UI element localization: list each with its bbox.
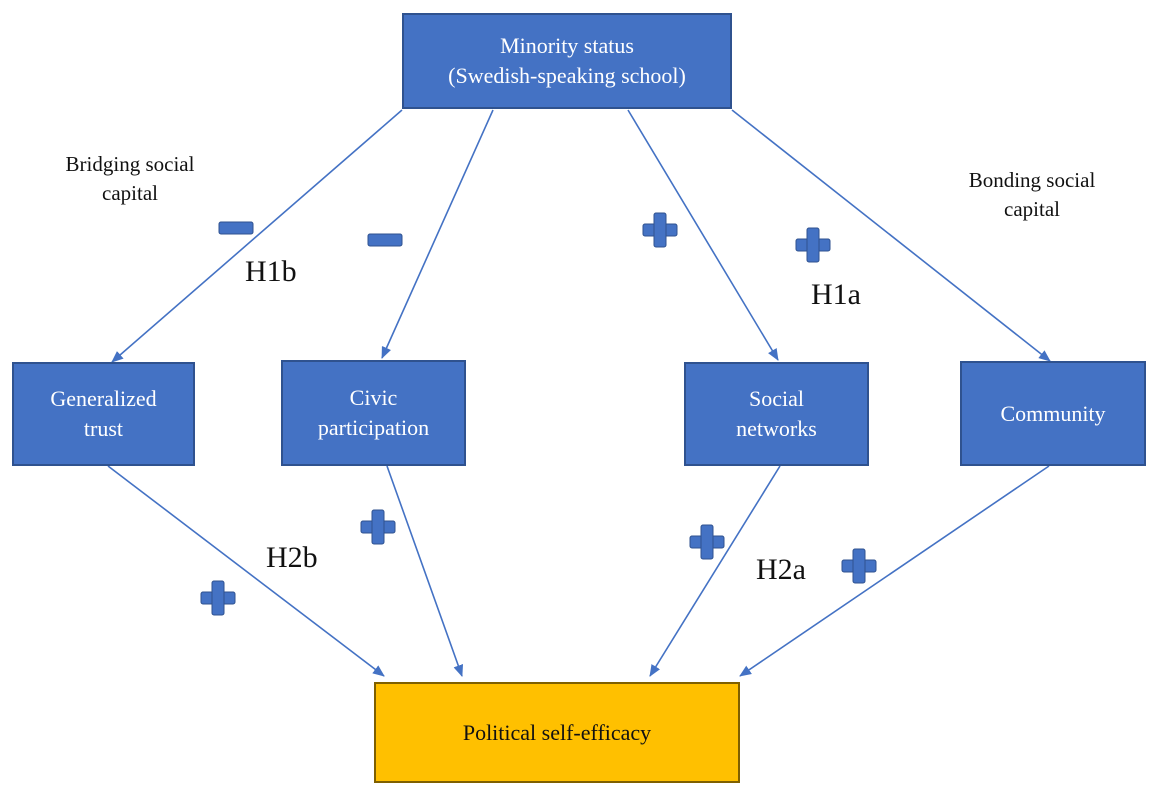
- hypothesis-h2a-label: H2a: [756, 553, 806, 586]
- arrow-minority-to-networks: [627, 109, 779, 361]
- node-community-label: Community: [1000, 400, 1106, 426]
- node-minority-status: Minority status (Swedish-speaking school…: [402, 13, 732, 109]
- arrow-networks-to-efficacy: [649, 465, 781, 677]
- minus-sign-icon: [218, 221, 254, 235]
- node-civic-participation: Civic participation: [281, 360, 466, 466]
- plus-sign-icon: [360, 509, 396, 545]
- hypothesis-h2b-label: H2b: [266, 541, 318, 574]
- node-political-self-efficacy: Political self-efficacy: [374, 682, 740, 783]
- plus-sign-icon: [200, 580, 236, 616]
- bridging-social-capital-label: Bridging social capital: [65, 152, 195, 206]
- arrow-minority-to-trust: [111, 109, 403, 363]
- arrow-minority-to-community: [731, 109, 1051, 362]
- arrow-minority-to-civic: [381, 109, 494, 359]
- plus-sign-icon: [689, 524, 725, 560]
- bonding-social-capital-label: Bonding social capital: [968, 168, 1096, 222]
- arrow-civic-to-efficacy: [386, 465, 464, 677]
- node-generalized-trust-label: Generalized trust: [50, 386, 157, 441]
- hypothesis-h1b-label: H1b: [245, 255, 297, 288]
- node-social-networks: Social networks: [684, 362, 869, 466]
- node-community: Community: [960, 361, 1146, 466]
- minus-sign-icon: [367, 233, 403, 247]
- node-minority-status-label: Minority status (Swedish-speaking school…: [448, 33, 686, 88]
- plus-sign-icon: [642, 212, 678, 248]
- node-civic-participation-label: Civic participation: [317, 385, 430, 440]
- plus-sign-icon: [841, 548, 877, 584]
- node-social-networks-label: Social networks: [736, 386, 817, 441]
- node-political-self-efficacy-label: Political self-efficacy: [462, 719, 652, 745]
- hypothesis-h1a-label: H1a: [811, 278, 861, 311]
- arrow-trust-to-efficacy: [107, 465, 385, 677]
- plus-sign-icon: [795, 227, 831, 263]
- node-generalized-trust: Generalized trust: [12, 362, 195, 466]
- arrow-community-to-efficacy: [739, 465, 1050, 677]
